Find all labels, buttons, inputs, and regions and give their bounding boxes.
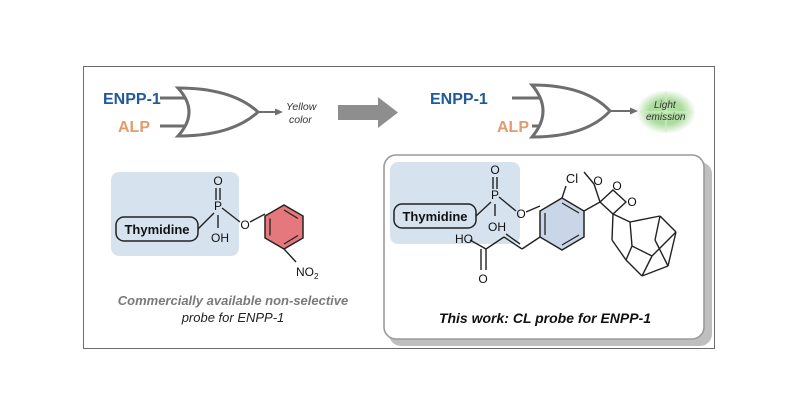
figure-frame	[83, 66, 715, 349]
left-input-alp: ALP	[118, 119, 150, 136]
right-phosphate-o: O	[490, 163, 499, 177]
right-or-gate	[512, 83, 638, 139]
right-output-line1: Light	[654, 100, 677, 111]
right-ester-o: O	[516, 207, 525, 221]
right-acrylic-acid-chain	[469, 233, 541, 270]
left-output-line2: color	[289, 114, 312, 126]
right-phosphorus: P	[491, 188, 499, 202]
left-caption-line2: probe for ENPP-1	[181, 310, 285, 325]
left-nitro-group: NO2	[296, 265, 319, 281]
left-phosphate-oh: OH	[211, 231, 229, 245]
left-input-enpp: ENPP-1	[103, 91, 161, 108]
left-substrate-pad	[111, 172, 239, 256]
transition-arrow	[338, 97, 398, 128]
right-adamantane	[611, 213, 677, 277]
right-input-enpp: ENPP-1	[430, 91, 488, 108]
right-chloro: Cl	[566, 171, 578, 186]
left-output-line1: Yellow	[286, 101, 318, 113]
right-dioxetane	[583, 171, 628, 215]
right-substrate-pad	[390, 162, 520, 244]
right-acid-o: O	[478, 272, 487, 286]
right-thymidine-label: Thymidine	[402, 209, 467, 224]
right-central-ring	[539, 185, 601, 251]
right-phosphate-oh: OH	[488, 220, 506, 234]
left-phosphate-bonds	[197, 188, 266, 230]
left-thymidine-label: Thymidine	[124, 222, 189, 237]
right-caption: This work: CL probe for ENPP-1	[439, 310, 651, 326]
left-phosphate-o: O	[213, 174, 222, 188]
left-ester-o: O	[240, 218, 249, 232]
left-or-gate	[160, 86, 283, 138]
light-glow	[636, 90, 696, 134]
right-input-alp: ALP	[497, 119, 529, 136]
right-dioxetane-o2: O	[627, 195, 636, 209]
right-acid-ho: HO	[455, 232, 473, 246]
left-phosphorus: P	[214, 199, 222, 213]
right-phosphate-bonds	[475, 177, 541, 217]
right-methoxy-o: O	[593, 174, 602, 188]
left-caption-line1: Commercially available non-selective	[118, 293, 349, 308]
left-nitro-subscript: 2	[314, 272, 319, 281]
right-dioxetane-o1: O	[612, 179, 621, 193]
left-nitrophenyl-ring	[264, 204, 304, 263]
right-output-line2: emission	[646, 112, 686, 123]
